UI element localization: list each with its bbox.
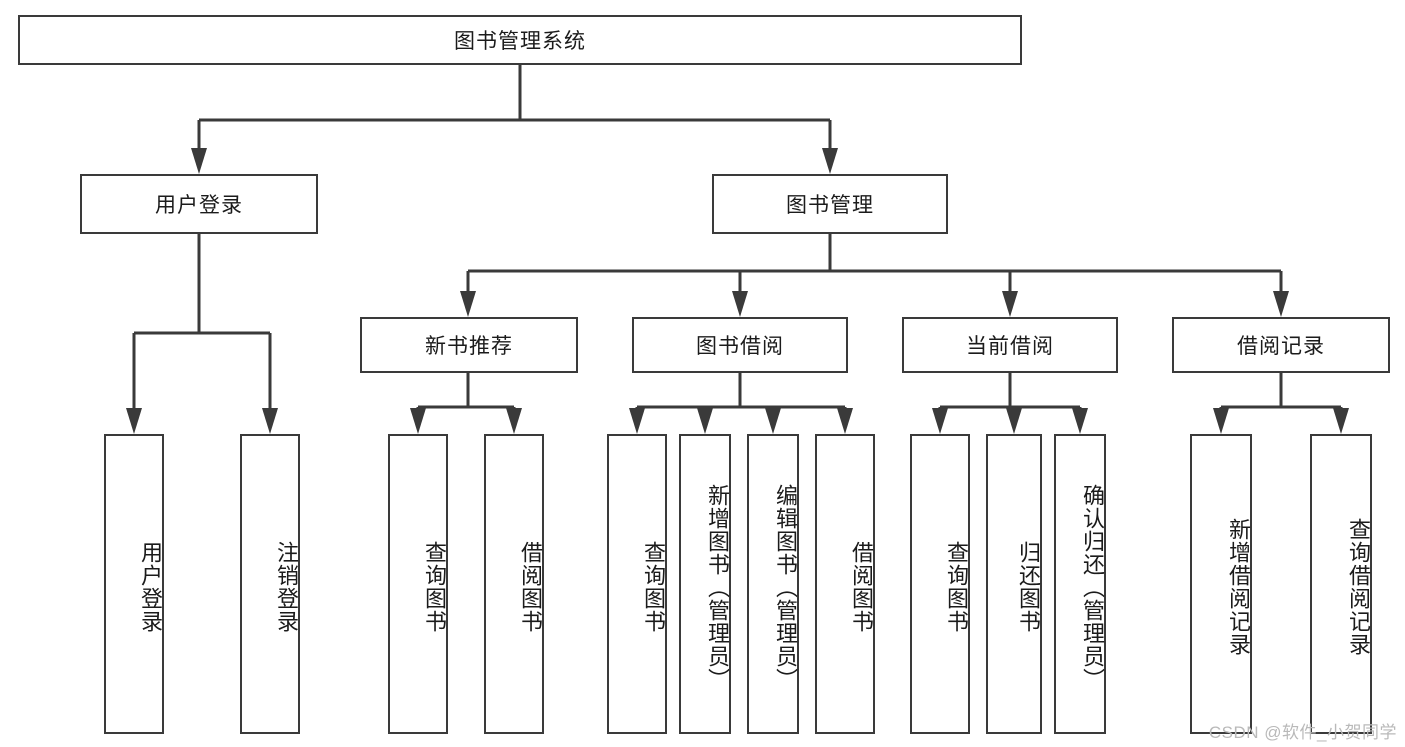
arrowhead-leaf-11 xyxy=(1072,408,1088,434)
node-user-login[interactable]: 用户登录 xyxy=(80,174,318,234)
arrowhead-leaf-8 xyxy=(837,408,853,434)
node-leaf-user-login[interactable]: 用户登录 xyxy=(104,434,164,734)
node-book-borrow[interactable]: 图书借阅 xyxy=(632,317,848,373)
node-label: 查询图书 xyxy=(422,541,447,633)
node-label: 用户登录 xyxy=(155,194,243,217)
node-label: 借阅记录 xyxy=(1237,335,1325,358)
node-leaf-query-borrow-record[interactable]: 查询借阅记录 xyxy=(1310,434,1372,734)
node-label: 新书推荐 xyxy=(425,335,513,358)
node-new-book-recommend[interactable]: 新书推荐 xyxy=(360,317,578,373)
node-leaf-borrow-book-2[interactable]: 借阅图书 xyxy=(815,434,875,734)
node-book-manage[interactable]: 图书管理 xyxy=(712,174,948,234)
arrowhead-user-login xyxy=(191,148,207,174)
node-label: 借阅图书 xyxy=(849,541,874,633)
node-label: 图书管理系统 xyxy=(454,30,586,53)
node-label: 新增图书（管理员） xyxy=(705,483,730,691)
node-leaf-add-borrow-record[interactable]: 新增借阅记录 xyxy=(1190,434,1252,734)
node-current-borrow[interactable]: 当前借阅 xyxy=(902,317,1118,373)
node-leaf-query-book-1[interactable]: 查询图书 xyxy=(388,434,448,734)
node-borrow-record[interactable]: 借阅记录 xyxy=(1172,317,1390,373)
node-label: 查询图书 xyxy=(641,541,666,633)
arrowhead-leaf-1 xyxy=(126,408,142,434)
node-leaf-confirm-return[interactable]: 确认归还（管理员） xyxy=(1054,434,1106,734)
arrowhead-br xyxy=(1273,291,1289,317)
node-label: 查询借阅记录 xyxy=(1346,518,1371,656)
arrowhead-leaf-13 xyxy=(1333,408,1349,434)
watermark: CSDN @软件_小贺同学 xyxy=(1208,723,1397,742)
arrowhead-leaf-7 xyxy=(765,408,781,434)
node-label: 归还图书 xyxy=(1016,541,1041,633)
node-label: 用户登录 xyxy=(138,541,163,633)
node-leaf-query-book-2[interactable]: 查询图书 xyxy=(607,434,667,734)
node-leaf-return-book[interactable]: 归还图书 xyxy=(986,434,1042,734)
arrowhead-leaf-3 xyxy=(410,408,426,434)
node-leaf-logout[interactable]: 注销登录 xyxy=(240,434,300,734)
node-label: 图书管理 xyxy=(786,194,874,217)
node-label: 借阅图书 xyxy=(518,541,543,633)
node-label: 查询图书 xyxy=(944,541,969,633)
node-root-system[interactable]: 图书管理系统 xyxy=(18,15,1022,65)
node-label: 新增借阅记录 xyxy=(1226,518,1251,656)
node-label: 确认归还（管理员） xyxy=(1080,483,1105,691)
node-label: 当前借阅 xyxy=(966,335,1054,358)
arrowhead-leaf-6 xyxy=(697,408,713,434)
arrowhead-leaf-10 xyxy=(1006,408,1022,434)
node-leaf-borrow-book-1[interactable]: 借阅图书 xyxy=(484,434,544,734)
node-label: 图书借阅 xyxy=(696,335,784,358)
arrowhead-leaf-2 xyxy=(262,408,278,434)
node-label: 编辑图书（管理员） xyxy=(773,483,798,691)
arrowhead-leaf-9 xyxy=(932,408,948,434)
node-leaf-add-book-admin[interactable]: 新增图书（管理员） xyxy=(679,434,731,734)
arrowhead-nbr xyxy=(460,291,476,317)
arrowhead-book-manage xyxy=(822,148,838,174)
arrowhead-cb xyxy=(1002,291,1018,317)
node-label: 注销登录 xyxy=(274,541,299,633)
arrowhead-leaf-12 xyxy=(1213,408,1229,434)
node-leaf-query-book-3[interactable]: 查询图书 xyxy=(910,434,970,734)
arrowhead-bb xyxy=(732,291,748,317)
arrowhead-leaf-4 xyxy=(506,408,522,434)
node-leaf-edit-book-admin[interactable]: 编辑图书（管理员） xyxy=(747,434,799,734)
arrowhead-leaf-5 xyxy=(629,408,645,434)
